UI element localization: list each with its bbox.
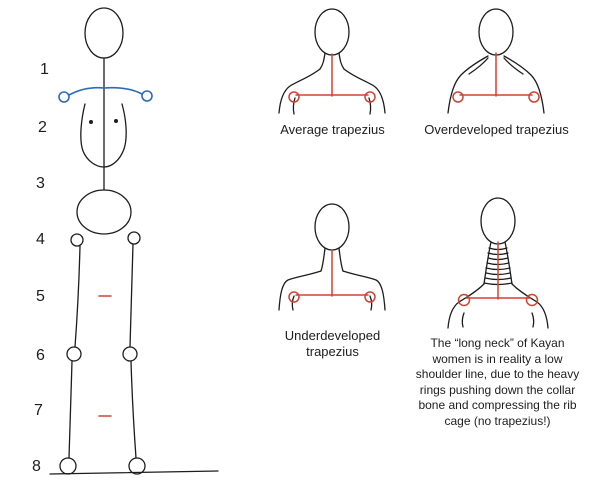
trapezius-red-guides — [288, 249, 376, 303]
trapezius-red-guides — [457, 241, 539, 307]
foot-left — [59, 457, 77, 475]
proportion-scale-numbers: 1 2 3 4 5 6 7 8 — [32, 61, 49, 475]
scale-number-5: 5 — [36, 288, 45, 305]
underdeveloped-trapezius-label: Underdeveloped trapezius — [284, 328, 381, 359]
clavicle-end-left — [457, 293, 471, 307]
figure-ribcage — [80, 103, 127, 168]
nipple-dot-right — [114, 119, 118, 123]
overdeveloped-trapezius-drawing — [447, 8, 545, 114]
hip-joint-left — [70, 233, 84, 247]
head — [478, 8, 514, 56]
scale-number-8: 8 — [32, 458, 41, 475]
nipple-dot-left — [89, 120, 93, 124]
ground-line — [49, 470, 219, 475]
head — [314, 203, 350, 251]
overdeveloped-trapezius-label: Overdeveloped trapezius — [424, 122, 569, 137]
clavicle-end-right — [364, 291, 376, 303]
figure-legs — [66, 243, 138, 459]
scale-number-4: 4 — [36, 231, 45, 248]
kayan-long-neck-drawing — [447, 197, 549, 329]
knee-joint-right — [122, 346, 138, 362]
knee-joint-left — [66, 346, 82, 362]
clavicle-end-right — [528, 91, 540, 103]
figure-proportions-drawing: 1 2 3 4 5 6 7 8 — [32, 7, 219, 475]
clavicle-end-left — [288, 91, 300, 103]
average-trapezius-label: Average trapezius — [280, 122, 385, 137]
figure-feet — [49, 457, 219, 475]
head — [480, 197, 516, 245]
neck-and-shoulders — [447, 55, 545, 114]
scale-number-7: 7 — [34, 402, 43, 419]
scale-number-2: 2 — [38, 119, 47, 136]
scale-number-6: 6 — [36, 347, 45, 364]
clavicle-line-blue — [58, 86, 153, 103]
neck-and-shoulders — [278, 247, 386, 311]
underdeveloped-trapezius-drawing — [278, 203, 386, 311]
foot-right — [128, 457, 146, 475]
hip-joint-right — [127, 231, 141, 245]
figure-head — [84, 7, 124, 59]
clavicle-end-left — [452, 91, 464, 103]
clavicle-end-right — [364, 91, 376, 103]
average-trapezius-drawing — [278, 8, 386, 115]
clavicle-end-right — [525, 293, 539, 307]
clavicle-end-left — [288, 291, 300, 303]
scale-number-1: 1 — [40, 61, 49, 78]
neck-and-shoulders — [278, 52, 386, 115]
figure-pelvis — [70, 189, 141, 247]
trapezius-red-guides — [452, 52, 540, 103]
head — [314, 8, 350, 56]
trapezius-red-guides — [288, 53, 376, 103]
scale-number-3: 3 — [36, 175, 45, 192]
red-measure-ticks — [98, 295, 112, 417]
kayan-long-neck-caption: The “long neck” of Kayan women is in rea… — [415, 336, 580, 428]
